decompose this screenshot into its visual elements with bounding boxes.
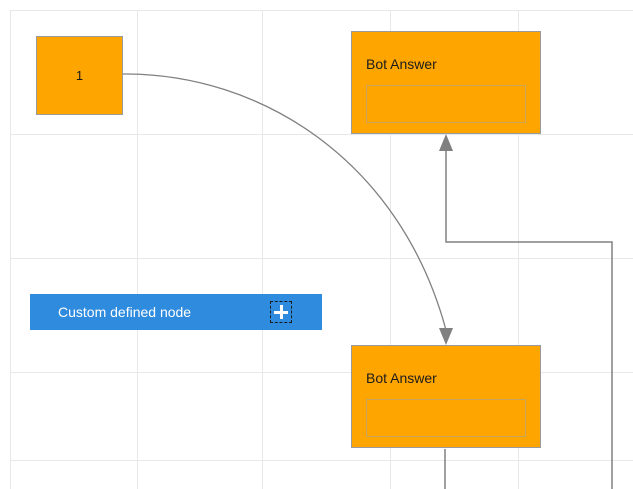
node-bot-answer-top[interactable]: Bot Answer [351,31,541,134]
node-square-label: 1 [75,68,84,83]
node-title: Bot Answer [366,56,437,72]
node-content-slot[interactable] [366,399,526,437]
arrowhead-up-icon [439,134,453,151]
node-square-1[interactable]: 1 [36,36,123,115]
custom-defined-node-bar[interactable]: Custom defined node [30,294,322,330]
node-bot-answer-bottom[interactable]: Bot Answer [351,345,541,448]
arrowhead-down-icon [439,328,453,345]
node-title: Bot Answer [366,370,437,386]
node-content-slot[interactable] [366,85,526,123]
custom-defined-node-label: Custom defined node [58,304,192,320]
edge-orthogonal[interactable] [439,134,613,489]
plus-icon[interactable] [270,301,292,323]
edge-curved[interactable] [122,73,453,345]
